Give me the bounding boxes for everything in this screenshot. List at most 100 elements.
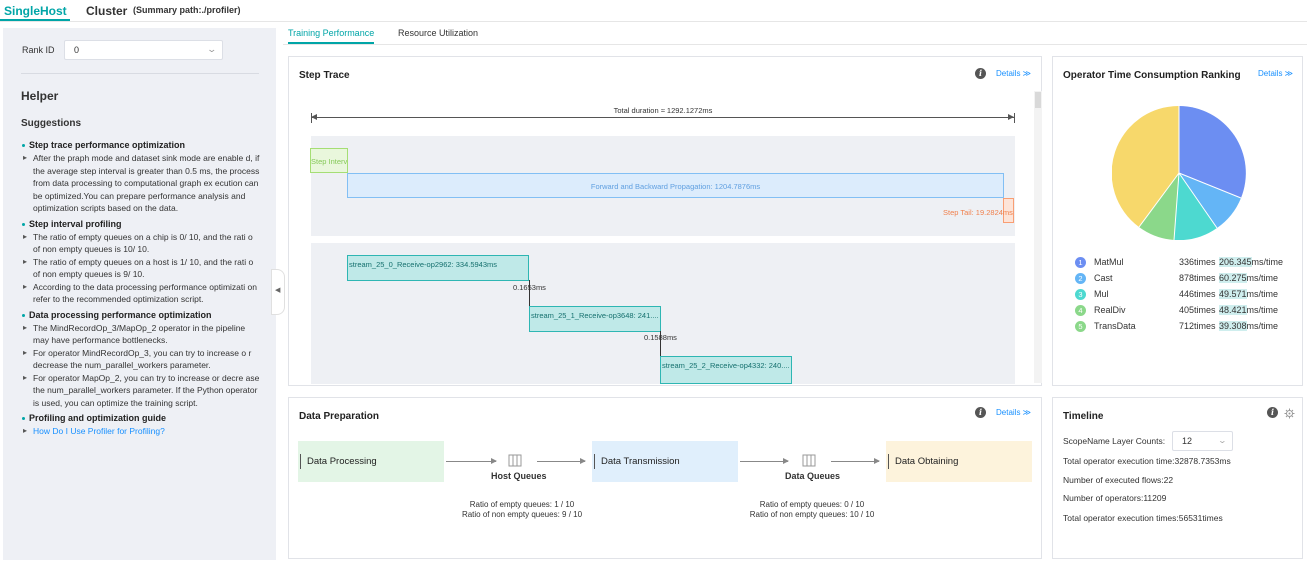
fp-bp-bar[interactable]: Forward and Backward Propagation: 1204.7… <box>347 173 1004 198</box>
rank-id-label: Rank ID <box>22 45 55 55</box>
step-tail-label: Step Tail: 19.2824ms <box>943 208 1013 217</box>
tab-resource-utilization[interactable]: Resource Utilization <box>398 28 479 38</box>
legend-rank-badge: 1 <box>1075 257 1086 268</box>
operator-times: 878times <box>1179 273 1216 283</box>
pie-slice-realdiv[interactable] <box>1139 173 1179 240</box>
operator-name: TransData <box>1094 321 1136 331</box>
suggestion-item: After the praph mode and dataset sink mo… <box>21 152 261 215</box>
subtab-active-indicator <box>288 42 374 44</box>
legend-rank-badge: 3 <box>1075 289 1086 300</box>
info-icon[interactable]: i <box>1267 407 1278 418</box>
operator-name: Mul <box>1094 289 1109 299</box>
helper-title: Helper <box>21 89 59 103</box>
operators-stat: Number of operators:11209 <box>1063 493 1167 503</box>
tab-active-indicator <box>0 19 70 21</box>
host-empty-ratio: Ratio of empty queues: 1 / 10 <box>469 500 575 509</box>
suggestion-section: Data processing performance optimization… <box>21 309 261 410</box>
suggestion-heading: Data processing performance optimization <box>21 309 261 322</box>
operator-ranking-details-link[interactable]: Details ≫ <box>1258 69 1294 78</box>
gear-icon[interactable] <box>1284 408 1295 419</box>
rank-id-select[interactable]: 0 ⌄ <box>64 40 223 60</box>
sidebar-collapse-button[interactable]: ◀ <box>271 269 285 315</box>
operator-name: RealDiv <box>1094 305 1126 315</box>
operator-name: MatMul <box>1094 257 1124 267</box>
data-transmission-stage[interactable]: Data Transmission <box>592 441 738 482</box>
step-trace-scrollbar[interactable] <box>1034 91 1042 383</box>
suggestion-item: The ratio of empty queues on a host is 1… <box>21 256 261 281</box>
data-obtaining-stage[interactable]: Data Obtaining <box>886 441 1032 482</box>
suggestions-list: Step trace performance optimization Afte… <box>21 139 261 441</box>
suggestion-heading: Step interval profiling <box>21 218 261 231</box>
pie-slice-mul[interactable] <box>1174 173 1217 240</box>
tab-cluster[interactable]: Cluster <box>86 4 128 18</box>
profiler-guide-link[interactable]: How Do I Use Profiler for Profiling? <box>33 426 165 436</box>
operator-pie-chart <box>1112 106 1246 240</box>
data-non-empty-ratio: Ratio of non empty queues: 10 / 10 <box>749 510 875 519</box>
queue-icon <box>802 454 816 467</box>
suggestion-heading: Profiling and optimization guide <box>21 412 261 425</box>
data-queues-label: Data Queues <box>785 471 841 481</box>
step-trace-title: Step Trace <box>299 70 350 81</box>
legend-rank-badge: 2 <box>1075 273 1086 284</box>
operator-times: 405times <box>1179 305 1216 315</box>
legend-rank-badge: 4 <box>1075 305 1086 316</box>
info-icon[interactable]: i <box>975 407 986 418</box>
tab-training-performance[interactable]: Training Performance <box>288 28 375 38</box>
step-trace-details-link[interactable]: Details ≫ <box>996 69 1032 78</box>
suggestion-item: According to the data processing perform… <box>21 281 261 306</box>
suggestion-item: The MindRecordOp_3/MapOp_2 operator in t… <box>21 322 261 347</box>
operator-rate: 60.275ms/time <box>1219 273 1279 283</box>
operator-name: Cast <box>1094 273 1113 283</box>
arrow-left-icon <box>311 114 317 120</box>
data-preparation-details-link[interactable]: Details ≫ <box>996 408 1032 417</box>
data-processing-stage[interactable]: Data Processing <box>298 441 444 482</box>
info-icon[interactable]: i <box>975 68 986 79</box>
tab-singlehost[interactable]: SingleHost <box>4 4 67 18</box>
suggestion-heading: Step trace performance optimization <box>21 139 261 152</box>
operator-rate: 39.308ms/time <box>1219 321 1279 331</box>
suggestion-section: Step interval profiling The ratio of emp… <box>21 218 261 306</box>
suggestion-section: Profiling and optimization guide How Do … <box>21 412 261 438</box>
operator-times: 446times <box>1179 289 1216 299</box>
chevron-down-icon: ⌄ <box>1217 436 1228 445</box>
exec-time-stat: Total operator execution time:32878.7353… <box>1063 456 1231 466</box>
scope-layer-label: ScopeName Layer Counts: <box>1063 436 1166 446</box>
step-tail-bar[interactable] <box>1003 198 1014 223</box>
rank-id-value: 0 <box>74 45 80 55</box>
operator-ranking-title: Operator Time Consumption Ranking <box>1063 70 1241 81</box>
suggestion-item: How Do I Use Profiler for Profiling? <box>21 425 261 438</box>
pie-slice-matmul[interactable] <box>1179 106 1246 198</box>
duration-line <box>311 117 1015 118</box>
operator-rate: 206.345ms/time <box>1219 257 1284 267</box>
chevron-left-icon: ◀ <box>275 287 281 294</box>
step-interval-bar[interactable]: Step Interval: 68.0572ms <box>310 148 348 173</box>
duration-tick <box>1014 113 1015 123</box>
stream-gap-label: 0.1653ms <box>513 283 546 292</box>
pie-slice-transdata[interactable] <box>1112 106 1179 227</box>
stream-connector <box>660 331 661 356</box>
stream-gap-label: 0.1588ms <box>644 333 677 342</box>
pie-slice-cast[interactable] <box>1179 173 1241 228</box>
queue-icon <box>508 454 522 467</box>
operator-rate: 48.421ms/time <box>1219 305 1279 315</box>
stream-connector <box>529 280 530 306</box>
stream-bar[interactable]: stream_25_2_Receive-op4332: 240.... <box>660 356 792 384</box>
data-preparation-title: Data Preparation <box>299 411 380 422</box>
scrollbar-thumb[interactable] <box>1035 92 1041 108</box>
suggestion-item: The ratio of empty queues on a chip is 0… <box>21 231 261 256</box>
timeline-title: Timeline <box>1063 411 1104 422</box>
stream-bar[interactable]: stream_25_1_Receive-op3648: 241.... <box>529 306 661 332</box>
host-non-empty-ratio: Ratio of non empty queues: 9 / 10 <box>461 510 583 519</box>
operator-times: 712times <box>1179 321 1216 331</box>
operator-times: 336times <box>1179 257 1216 267</box>
scope-layer-value: 12 <box>1182 436 1193 446</box>
host-queues-label: Host Queues <box>491 471 547 481</box>
scope-layer-select[interactable]: 12 ⌄ <box>1172 431 1233 451</box>
timeline-card: Timeline <box>1052 397 1303 559</box>
suggestions-title: Suggestions <box>21 118 82 129</box>
arrow-right-icon <box>1008 114 1014 120</box>
data-empty-ratio: Ratio of empty queues: 0 / 10 <box>759 500 865 509</box>
flow-arrow <box>537 458 586 464</box>
stream-bar[interactable]: stream_25_0_Receive-op2962: 334.5943ms <box>347 255 529 281</box>
legend-rank-badge: 5 <box>1075 321 1086 332</box>
